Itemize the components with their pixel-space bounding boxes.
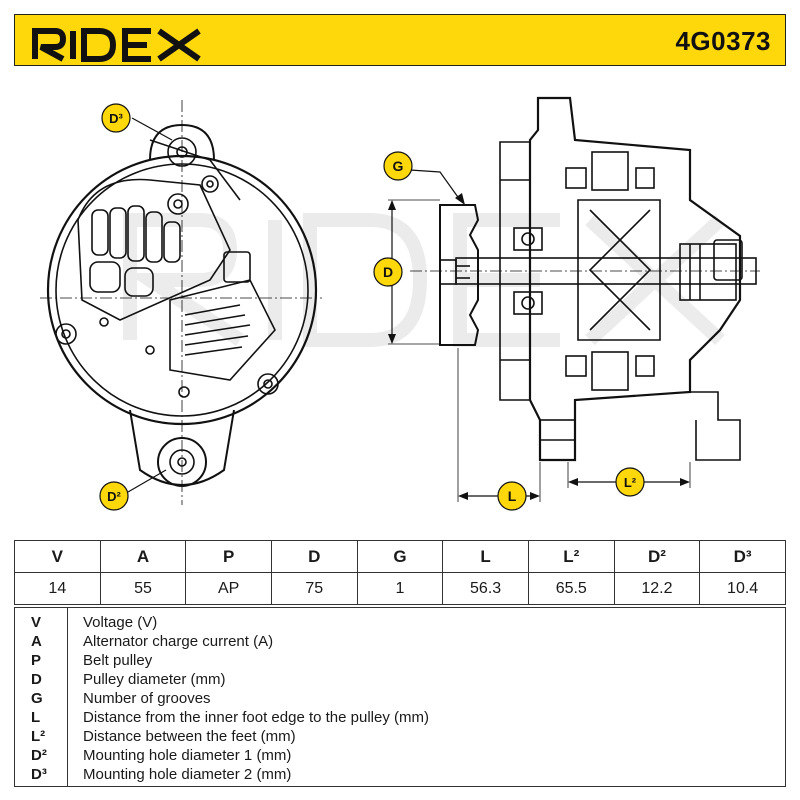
spec-header-a: A — [99, 540, 187, 573]
part-number: 4G0373 — [675, 26, 771, 56]
legend-desc: Mounting hole diameter 2 (mm) — [83, 766, 292, 783]
legend-desc: Alternator charge current (A) — [83, 633, 274, 650]
spec-value-l: 56.3 — [442, 572, 529, 605]
legend-item: L² Distance between the feet (mm) — [15, 728, 787, 746]
callout-l-label: L — [508, 488, 517, 504]
callout-d3-label: D³ — [109, 111, 123, 126]
spec-value-d: 75 — [270, 572, 358, 605]
legend-code: L² — [31, 728, 46, 745]
callout-d: D — [373, 257, 403, 287]
callout-l2-label: L² — [624, 475, 637, 490]
legend-desc: Number of grooves — [83, 690, 211, 707]
spec-value-row: 14 55 AP 75 1 56.3 65.5 12.2 10.4 — [14, 572, 786, 605]
callout-d-label: D — [383, 264, 393, 280]
spec-value-l2: 65.5 — [527, 572, 615, 605]
legend-code: G — [31, 690, 43, 707]
legend-desc: Mounting hole diameter 1 (mm) — [83, 747, 292, 764]
callout-l: L — [497, 481, 527, 511]
legend-divider — [67, 608, 68, 786]
header-bar: 4G0373 — [14, 14, 786, 66]
spec-header-d: D — [270, 540, 358, 573]
spec-header-l: L — [442, 540, 529, 573]
spec-value-v: 14 — [14, 572, 101, 605]
spec-header-l2: L² — [527, 540, 615, 573]
ridex-watermark — [123, 213, 725, 347]
spec-header-v: V — [14, 540, 101, 573]
legend-desc: Belt pulley — [83, 652, 153, 669]
spec-value-d3: 10.4 — [699, 572, 786, 605]
legend-desc: Pulley diameter (mm) — [83, 671, 226, 688]
legend-item: L Distance from the inner foot edge to t… — [15, 709, 787, 727]
callout-g: G — [383, 151, 413, 181]
legend-item: D² Mounting hole diameter 1 (mm) — [15, 747, 787, 765]
spec-value-d2: 12.2 — [613, 572, 701, 605]
callout-d3: D³ — [101, 103, 131, 133]
legend-item: A Alternator charge current (A) — [15, 633, 787, 651]
alternator-end-view — [40, 100, 322, 505]
legend-code: L — [31, 709, 41, 726]
spec-table: V A P D G L L² D² D³ 14 55 AP 75 1 56.3 … — [14, 540, 786, 605]
alternator-drawing: D³ D² G D L L² — [40, 96, 760, 511]
legend-item: G Number of grooves — [15, 690, 787, 708]
spec-header-row: V A P D G L L² D² D³ — [14, 540, 786, 573]
legend-code: D² — [31, 747, 47, 764]
legend-desc: Distance from the inner foot edge to the… — [83, 709, 429, 726]
spec-value-p: AP — [185, 572, 272, 605]
legend-item: V Voltage (V) — [15, 614, 787, 632]
legend-item: P Belt pulley — [15, 652, 787, 670]
spec-header-g: G — [356, 540, 444, 573]
spec-header-p: P — [185, 540, 272, 573]
alternator-side-view — [410, 96, 760, 462]
spec-value-a: 55 — [99, 572, 187, 605]
legend-item: D Pulley diameter (mm) — [15, 671, 787, 689]
spec-value-g: 1 — [356, 572, 444, 605]
ridex-logo — [32, 28, 201, 62]
legend-code: V — [31, 614, 42, 631]
callout-l2: L² — [615, 467, 645, 497]
legend-desc: Distance between the feet (mm) — [83, 728, 296, 745]
legend-code: A — [31, 633, 42, 650]
callout-d2-label: D² — [107, 489, 121, 504]
legend-code: P — [31, 652, 42, 669]
callout-g-label: G — [393, 158, 404, 174]
spec-header-d2: D² — [613, 540, 701, 573]
legend-code: D — [31, 671, 42, 688]
callout-d2: D² — [99, 481, 129, 511]
legend-item: D³ Mounting hole diameter 2 (mm) — [15, 766, 787, 784]
spec-header-d3: D³ — [699, 540, 786, 573]
legend-code: D³ — [31, 766, 47, 783]
legend-desc: Voltage (V) — [83, 614, 158, 631]
legend: V Voltage (V) A Alternator charge curren… — [14, 607, 786, 787]
